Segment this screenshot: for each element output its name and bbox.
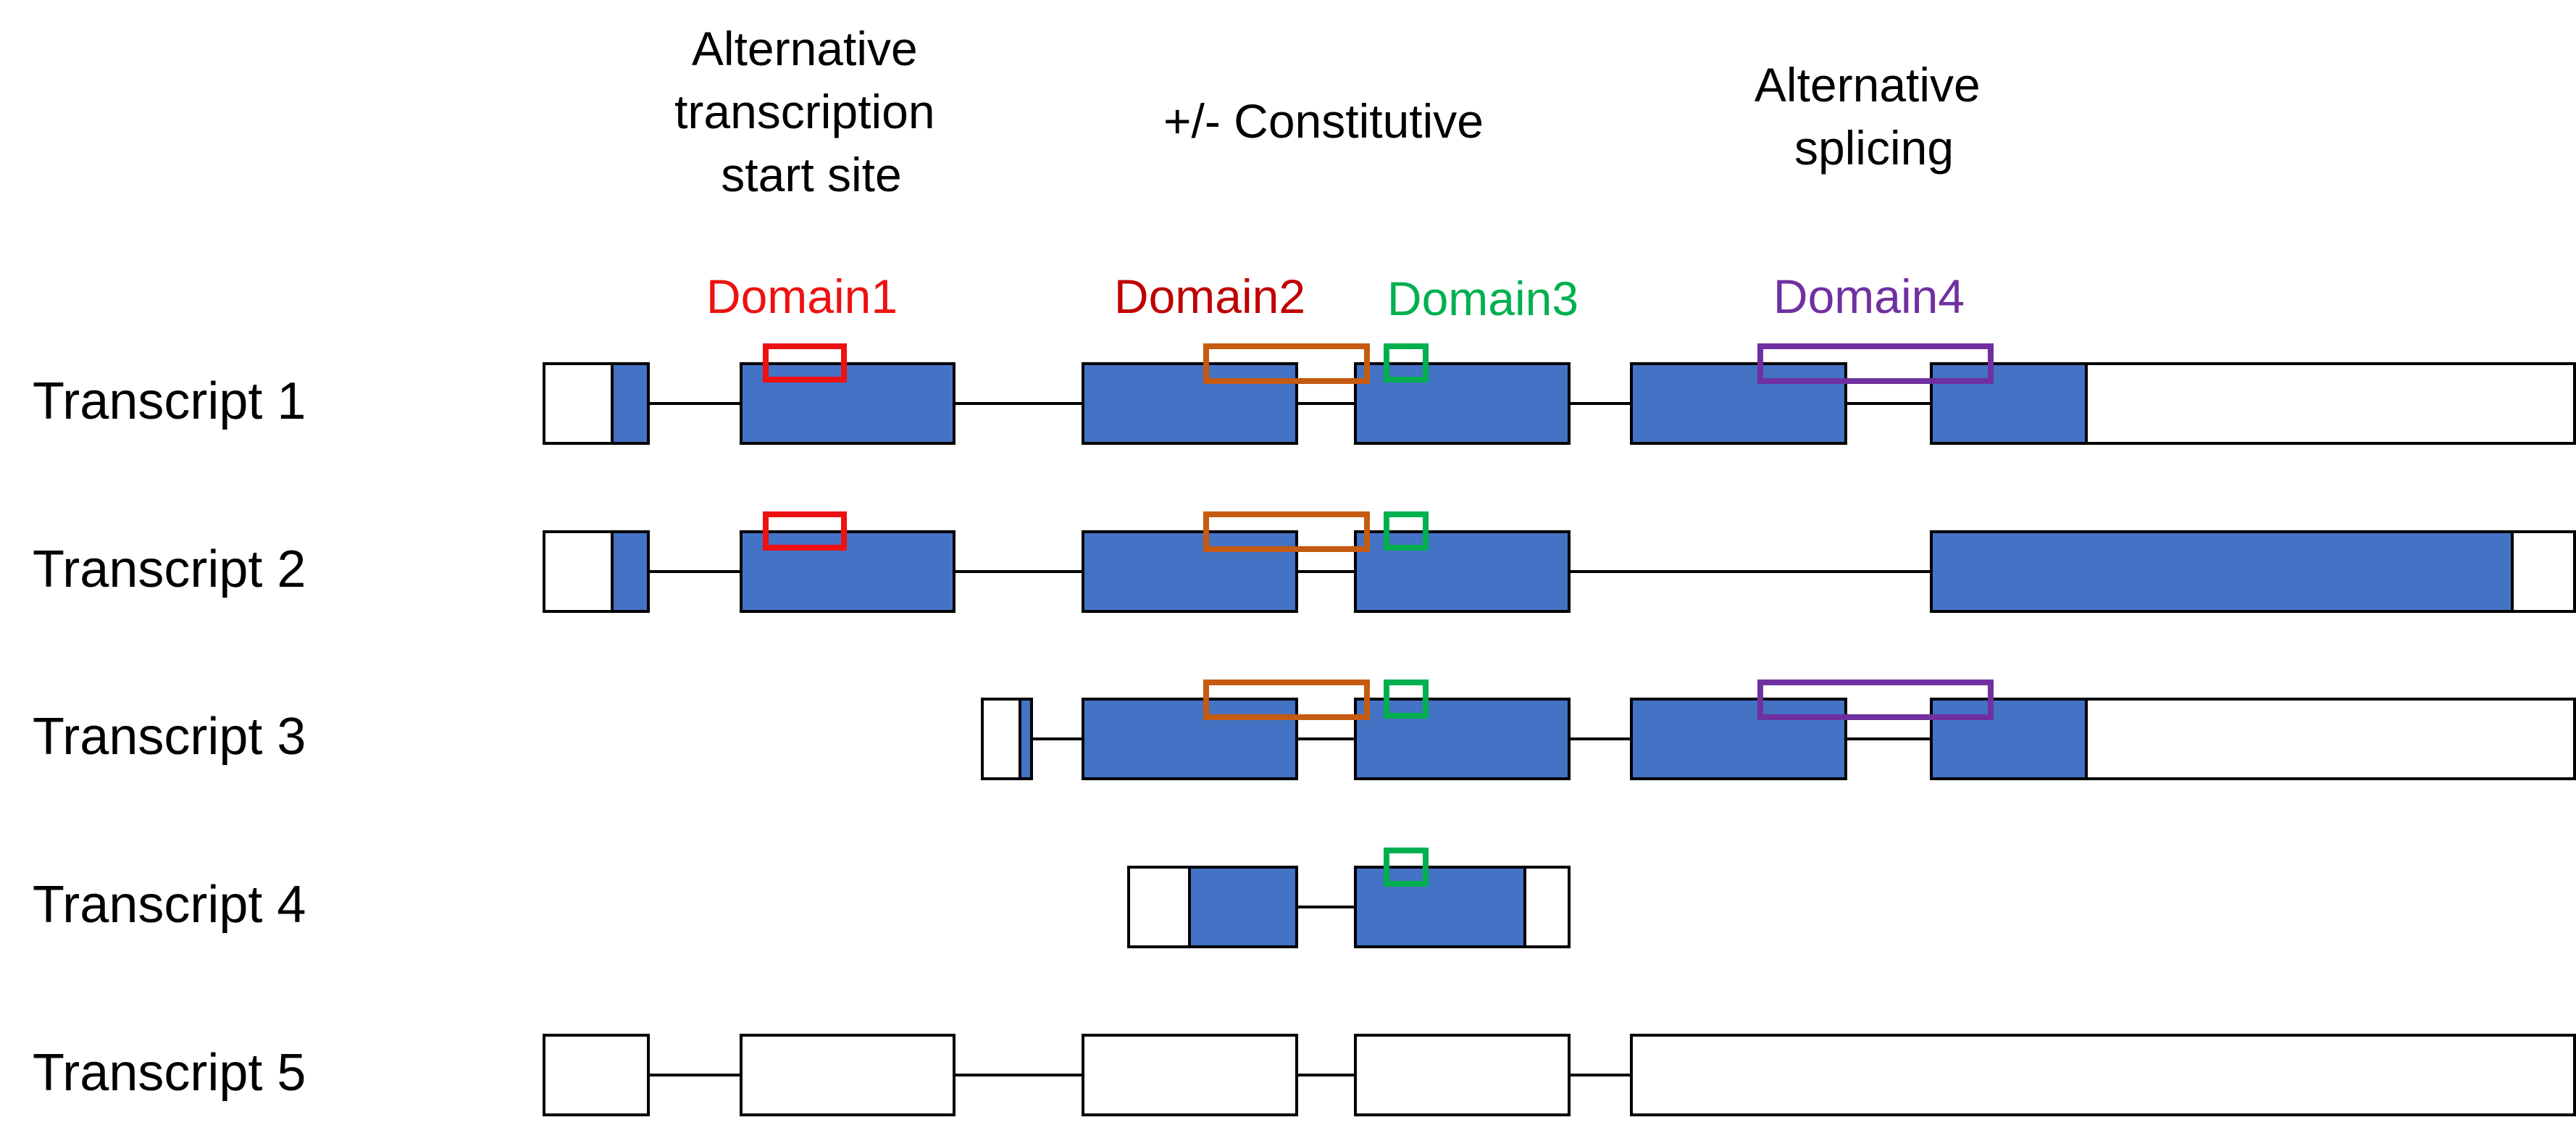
transcript-3 — [981, 680, 2576, 780]
transcript-2-label: Transcript 2 — [33, 540, 306, 598]
transcript-4 — [1127, 848, 1571, 948]
header-constitutive: +/- Constitutive — [1163, 94, 1484, 148]
domain2-box — [1203, 511, 1370, 552]
domain2-label: Domain2 — [1114, 269, 1305, 323]
domain1-box — [763, 511, 847, 551]
noncoding-exon — [543, 1034, 650, 1116]
noncoding-exon — [1082, 1034, 1298, 1116]
domain3-box — [1384, 343, 1429, 382]
coding-exon — [1082, 530, 1298, 613]
domain1-label: Domain1 — [706, 269, 898, 323]
coding-exon — [1630, 362, 1847, 445]
utr-exon — [543, 530, 614, 613]
coding-exon — [1082, 362, 1298, 445]
utr-exon — [1523, 866, 1571, 948]
coding-exon — [1930, 362, 2088, 445]
transcript-4-label: Transcript 4 — [33, 876, 306, 934]
noncoding-exon — [1354, 1034, 1571, 1116]
header-tss: Alternative transcription start site — [674, 22, 948, 201]
header-splicing: Alternative splicing — [1755, 58, 1994, 175]
transcript-5 — [543, 1034, 2576, 1116]
noncoding-exon — [1630, 1034, 2576, 1116]
header-constitutive-line1: +/- Constitutive — [1163, 94, 1484, 148]
coding-exon — [1188, 866, 1298, 948]
coding-exon — [740, 362, 955, 445]
coding-exon — [1930, 530, 2514, 613]
header-tss-line1: Alternative — [692, 22, 918, 75]
header-tss-line2: transcription — [674, 85, 935, 138]
header-splicing-line1: Alternative — [1755, 58, 1981, 112]
coding-exon — [1354, 698, 1571, 780]
coding-exon — [740, 530, 955, 613]
coding-exon — [1930, 698, 2088, 780]
domain3-box — [1384, 511, 1429, 551]
transcript-3-label: Transcript 3 — [33, 708, 306, 766]
transcript-2 — [543, 511, 2576, 613]
domain3-box — [1384, 848, 1429, 887]
coding-exon — [1082, 698, 1298, 780]
domain2-box — [1203, 343, 1370, 384]
coding-exon — [611, 362, 650, 445]
domain2-box — [1203, 680, 1370, 720]
domain3-box — [1384, 680, 1429, 719]
coding-exon — [1019, 698, 1033, 780]
header-tss-line3: start site — [721, 148, 901, 201]
noncoding-exon — [740, 1034, 955, 1116]
utr-exon — [2085, 362, 2576, 445]
domain4-box — [1757, 680, 1994, 720]
utr-exon — [1127, 866, 1191, 948]
domain1-box — [763, 343, 847, 382]
domain4-label: Domain4 — [1773, 269, 1965, 323]
transcript-1-label: Transcript 1 — [33, 372, 306, 430]
coding-exon — [611, 530, 650, 613]
utr-exon — [2511, 530, 2576, 613]
header-splicing-line2: splicing — [1794, 121, 1954, 175]
utr-exon — [543, 362, 614, 445]
transcript-1 — [543, 343, 2576, 445]
coding-exon — [1354, 866, 1526, 948]
domain4-box — [1757, 343, 1994, 384]
utr-exon — [2085, 698, 2576, 780]
domain3-label: Domain3 — [1387, 272, 1578, 325]
coding-exon — [1630, 698, 1847, 780]
utr-exon — [981, 698, 1021, 780]
transcript-5-label: Transcript 5 — [33, 1044, 306, 1102]
